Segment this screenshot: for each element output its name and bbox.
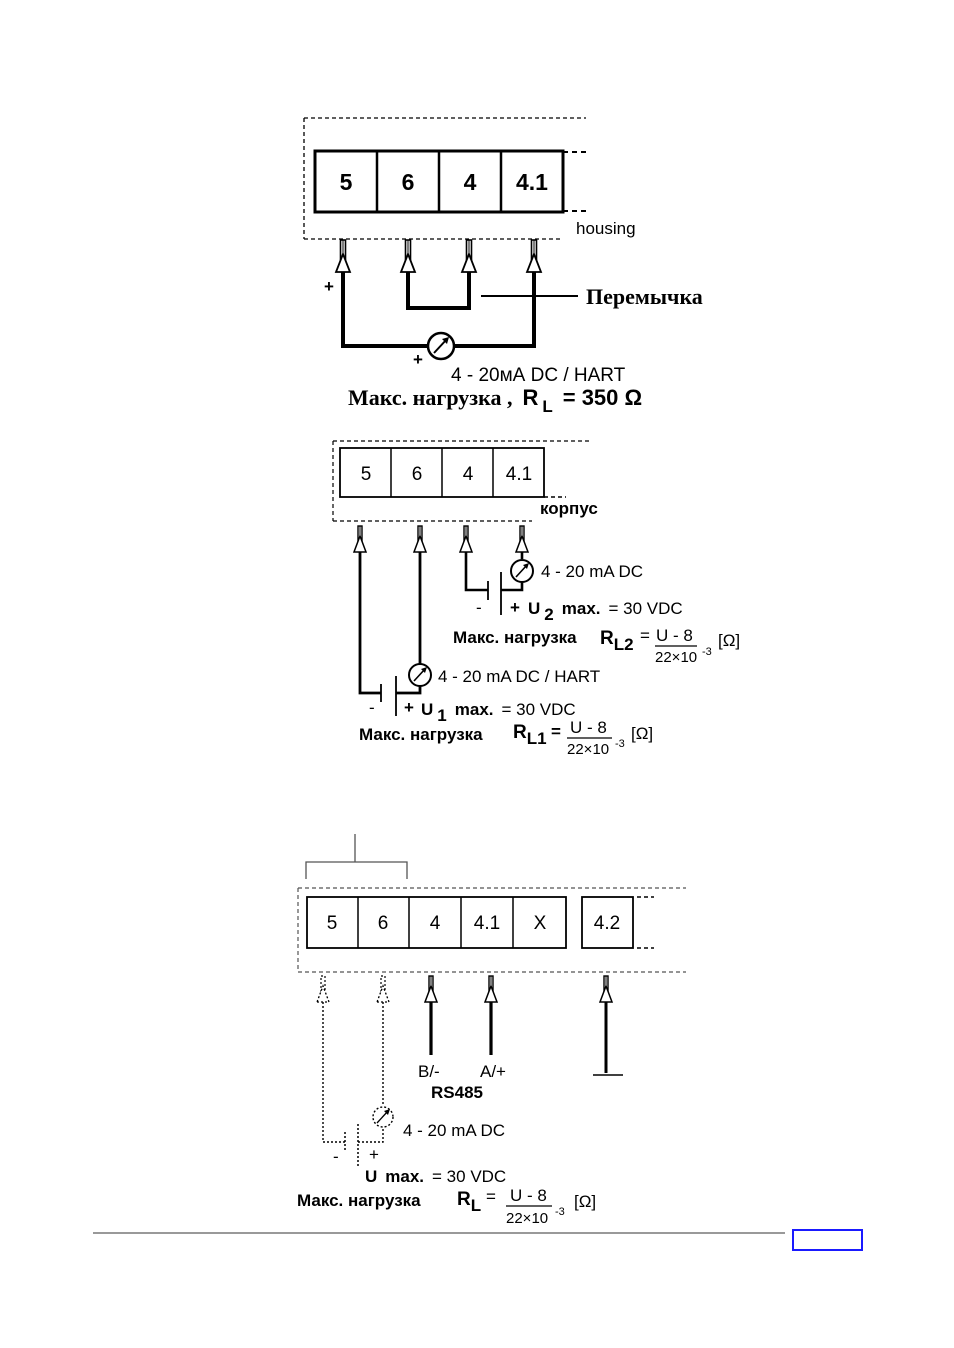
terminal-5: 5: [327, 913, 338, 934]
terminal-5: 5: [340, 169, 353, 195]
loop2-ammeter-icon: [510, 559, 534, 583]
svg-text:[Ω]: [Ω]: [574, 1192, 596, 1211]
terminal-4-1: 4.1: [506, 464, 532, 485]
svg-text:U - 8: U - 8: [656, 626, 693, 645]
terminal-strip: 5 6 4 4.1 X 4.2: [306, 896, 654, 949]
load-formula: Макс. нагрузка RL = U - 8 22×10 -3 [Ω]: [297, 1186, 596, 1227]
svg-text:Макс. нагрузка: Макс. нагрузка: [453, 628, 577, 647]
svg-text:=: =: [551, 722, 561, 741]
loop2-source-icon: [487, 572, 502, 615]
footer: [93, 1229, 863, 1251]
svg-text:RL: RL: [457, 1189, 481, 1215]
pin-4-1: [484, 975, 498, 1003]
loop-wire-dotted: [322, 1002, 384, 1143]
plus-label: +: [369, 1145, 379, 1164]
svg-text:RL1: RL1: [513, 722, 547, 748]
housing-outline: [303, 117, 586, 240]
loop2-signal-label: 4 - 20 mA DC: [541, 562, 643, 581]
terminal-4-1: 4.1: [474, 913, 500, 934]
signal-label: 4 - 20мА DC / HART: [451, 365, 626, 386]
jumper-label: Перемычка: [586, 284, 703, 309]
terminal-6: 6: [402, 169, 415, 195]
svg-text:RL2: RL2: [600, 628, 634, 654]
svg-text:22×10: 22×10: [506, 1210, 548, 1227]
load-formula: Макс. нагрузка , R L = 350 Ω: [348, 385, 642, 416]
svg-text:-3: -3: [555, 1206, 565, 1218]
loop1-load-formula: Макс. нагрузка RL1 = U - 8 22×10 -3 [Ω]: [359, 718, 653, 758]
loop2-wire: [464, 552, 524, 592]
terminal-4-1: 4.1: [516, 169, 548, 195]
bus-label: RS485: [431, 1083, 483, 1102]
housing-outline: [297, 887, 686, 973]
svg-text:U - 8: U - 8: [510, 1186, 547, 1205]
pin-4: [461, 239, 477, 273]
terminal-5: 5: [361, 464, 372, 485]
minus-label: -: [333, 1147, 339, 1166]
pin-4-2: [599, 975, 613, 1003]
pin-4: [459, 525, 473, 553]
jumper-wire: [406, 272, 471, 310]
loop-source-icon: [344, 1124, 359, 1167]
diagram-1: 5 6 4 4.1 housing Перемычка + + 4 - 20мА…: [303, 117, 703, 416]
loop1-ammeter-icon: [408, 663, 432, 687]
plus-terminal-label: +: [324, 277, 334, 296]
loop2-u-max: U 2 max. = 30 VDC: [528, 599, 683, 624]
loop1-wire: [358, 552, 422, 695]
terminal-4: 4: [430, 913, 441, 934]
pin-6: [413, 525, 427, 553]
loop-wire: [341, 272, 536, 348]
a-label: A/+: [480, 1062, 506, 1081]
svg-text:-3: -3: [615, 738, 625, 750]
housing-outline: [332, 440, 590, 522]
svg-text:[Ω]: [Ω]: [718, 631, 740, 650]
loop1-minus: -: [369, 698, 375, 717]
loop1-signal-label: 4 - 20 mA DC / HART: [438, 667, 600, 686]
terminal-4: 4: [464, 169, 477, 195]
loop1-source-icon: [380, 676, 397, 716]
svg-text:22×10: 22×10: [567, 741, 609, 758]
bracket: [305, 834, 408, 879]
u-max: U max. = 30 VDC: [365, 1167, 506, 1186]
pin-5: [316, 975, 330, 1003]
pin-4-1: [526, 239, 542, 273]
diagram-3: 5 6 4 4.1 X 4.2 B/- A/+ RS485: [297, 834, 686, 1227]
housing-label: корпус: [540, 499, 598, 518]
svg-text:=: =: [486, 1187, 496, 1206]
terminal-6: 6: [412, 464, 423, 485]
terminal-4: 4: [463, 464, 474, 485]
loop2-minus: -: [476, 598, 482, 617]
ammeter-icon: [372, 1106, 394, 1128]
diagram-2: 5 6 4 4.1 корпус 4 - 20 mA DC - + U: [332, 440, 740, 758]
terminal-strip: 5 6 4 4.1: [313, 149, 587, 214]
svg-text:Макс. нагрузка: Макс. нагрузка: [297, 1191, 421, 1210]
svg-text:-3: -3: [702, 646, 712, 658]
terminal-6: 6: [378, 913, 389, 934]
svg-text:U - 8: U - 8: [570, 718, 607, 737]
terminal-x: X: [534, 913, 547, 934]
ammeter-icon: [426, 331, 456, 361]
pin-4: [424, 975, 438, 1003]
loop1-u-max: U 1 max. = 30 VDC: [421, 700, 576, 725]
loop2-plus: +: [510, 598, 520, 617]
pin-6: [376, 975, 390, 1003]
svg-text:[Ω]: [Ω]: [631, 724, 653, 743]
pin-4-1: [515, 525, 529, 553]
loop2-load-formula: Макс. нагрузка RL2 = U - 8 22×10 -3 [Ω]: [453, 626, 740, 666]
pin-6: [400, 239, 416, 273]
pin-5: [335, 239, 351, 273]
b-label: B/-: [418, 1062, 440, 1081]
signal-label: 4 - 20 mA DC: [403, 1121, 505, 1140]
loop1-plus: +: [404, 698, 414, 717]
pin-5: [353, 525, 367, 553]
plus-meter-label: +: [413, 350, 423, 369]
svg-text:Макс. нагрузка: Макс. нагрузка: [359, 725, 483, 744]
terminal-4-2: 4.2: [594, 913, 620, 934]
svg-text:22×10: 22×10: [655, 649, 697, 666]
terminal-strip: 5 6 4 4.1: [339, 447, 566, 498]
housing-label: housing: [576, 219, 636, 238]
svg-text:=: =: [640, 626, 650, 645]
page-number-box: [792, 1229, 863, 1251]
